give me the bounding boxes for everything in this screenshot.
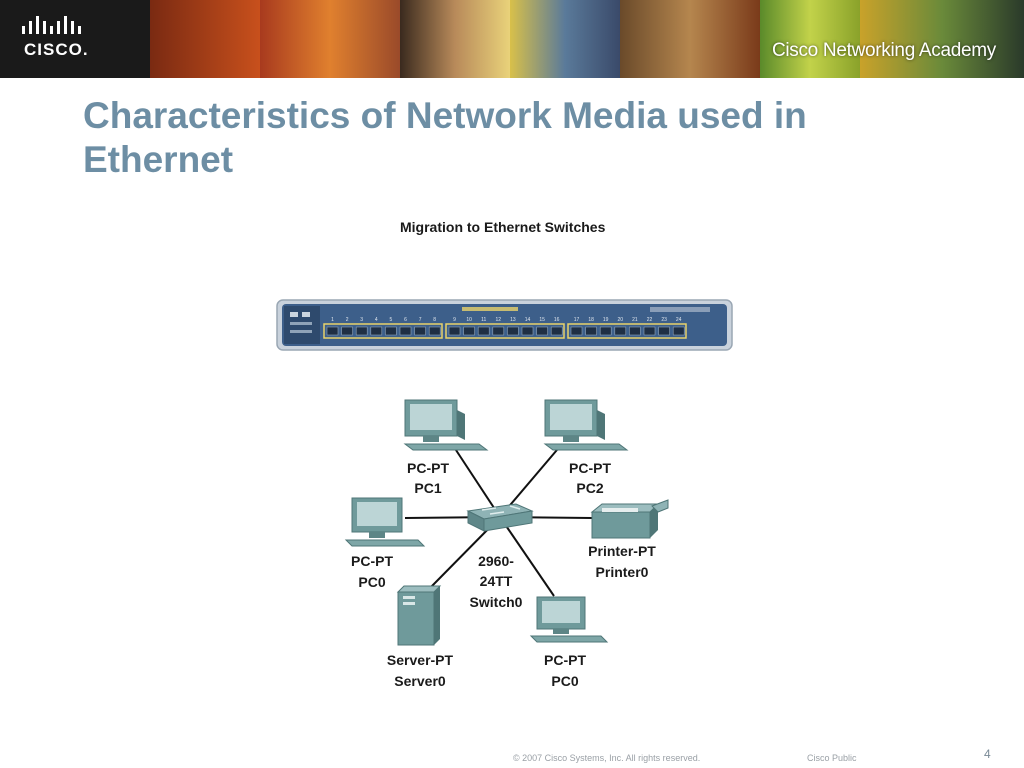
copyright-notice: © 2007 Cisco Systems, Inc. All rights re…: [513, 753, 701, 763]
banner-photo-strip: [860, 0, 1024, 78]
pc1-type-label: PC-PT: [407, 460, 449, 476]
pc0-left-name-label: PC0: [358, 574, 385, 590]
slide-title: Characteristics of Network Media used in…: [83, 95, 807, 180]
banner-photo-strip: [760, 0, 860, 78]
switch0-icon: [466, 503, 534, 532]
switch-chassis: [282, 304, 727, 346]
port-number-label: 3: [360, 317, 363, 323]
switch-port: [492, 326, 505, 336]
port-group-1-8: [323, 323, 443, 339]
port-number-label: 1: [331, 317, 334, 323]
switch-port: [326, 326, 339, 336]
link-pc0-bottom: [499, 516, 555, 597]
academy-name: Cisco Networking Academy: [771, 40, 996, 61]
pc2-type-label: PC-PT: [569, 460, 611, 476]
pc0-left-type-label: PC-PT: [351, 553, 393, 569]
port-number-label: 10: [466, 317, 472, 323]
switch0-name-label: Switch0: [470, 594, 523, 610]
port-number-label: 8: [433, 317, 436, 323]
switch0-model-line1: 2960-: [478, 553, 514, 569]
port-number-label: 23: [661, 317, 667, 323]
printer0-icon: [590, 499, 669, 539]
port-number-label: 14: [525, 317, 531, 323]
switch-port: [414, 326, 426, 336]
switch-port: [643, 326, 656, 336]
switch-port: [355, 326, 368, 336]
switch0-model-line2: 24TT: [480, 573, 513, 589]
cisco-wordmark: CISCO.: [24, 40, 89, 59]
page-number: 4: [984, 747, 991, 761]
switch-port: [672, 326, 685, 336]
port-number-label: 19: [603, 317, 609, 323]
switch-port: [370, 326, 383, 336]
pc1-name-label: PC1: [414, 480, 441, 496]
switch-port: [448, 326, 461, 336]
pc0-bottom-name-label: PC0: [551, 673, 578, 689]
switch-port: [428, 326, 441, 336]
pc0-bottom-type-label: PC-PT: [544, 652, 586, 668]
banner-photo-strip: [620, 0, 760, 78]
port-number-label: 15: [539, 317, 545, 323]
port-number-label: 24: [676, 317, 682, 323]
banner-photo-strip: [260, 0, 400, 78]
port-group-9-16: [445, 323, 565, 339]
switch-ports: [326, 326, 685, 336]
port-number-label: 18: [588, 317, 594, 323]
port-number-label: 7: [419, 317, 422, 323]
port-number-label: 13: [510, 317, 516, 323]
cisco-bars-icon: [22, 16, 81, 34]
server0-icon: [396, 585, 442, 646]
port-number-label: 2: [346, 317, 349, 323]
figure-title: Migration to Ethernet Switches: [400, 219, 606, 235]
switch-port: [341, 326, 353, 336]
printer0-type-label: Printer-PT: [588, 543, 656, 559]
port-number-label: 5: [390, 317, 393, 323]
switch-port: [614, 326, 627, 336]
header-banner: CISCO. Cisco Networking Academy: [0, 0, 1024, 78]
switch-port: [658, 326, 670, 336]
port-number-label: 6: [404, 317, 407, 323]
switch-port: [599, 326, 612, 336]
switch-port: [570, 326, 583, 336]
banner-photo-strip: [400, 0, 510, 78]
switch-port: [521, 326, 534, 336]
port-number-label: 21: [632, 317, 638, 323]
banner-photo-strip: [150, 0, 260, 78]
switch-port: [399, 326, 412, 336]
port-number-label: 22: [647, 317, 653, 323]
banner-photo-strip: [510, 0, 620, 78]
switch-port: [385, 326, 397, 336]
port-number-label: 16: [554, 317, 560, 323]
port-number-label: 4: [375, 317, 378, 323]
switch-port: [550, 326, 563, 336]
pc1-computer-icon: [403, 399, 489, 451]
port-number-label: 12: [496, 317, 502, 323]
pc0-left-computer-icon: [344, 497, 426, 547]
printer0-name-label: Printer0: [596, 564, 649, 580]
pc0-bottom-computer-icon: [529, 596, 609, 643]
port-group-17-24: [567, 323, 687, 339]
switch-port: [629, 326, 641, 336]
switch-port: [507, 326, 519, 336]
server0-name-label: Server0: [394, 673, 446, 689]
link-pc1: [451, 443, 501, 518]
pc2-computer-icon: [543, 399, 629, 451]
port-number-label: 17: [574, 317, 580, 323]
switch-port: [536, 326, 548, 336]
cisco-logo: CISCO.: [0, 0, 150, 78]
switch-port: [463, 326, 475, 336]
switch-port: [585, 326, 597, 336]
port-number-label: 20: [618, 317, 624, 323]
port-number-label: 9: [453, 317, 456, 323]
server0-type-label: Server-PT: [387, 652, 454, 668]
switch-port: [477, 326, 490, 336]
pc2-name-label: PC2: [576, 480, 603, 496]
classification-label: Cisco Public: [807, 753, 857, 763]
port-number-label: 11: [481, 317, 486, 323]
